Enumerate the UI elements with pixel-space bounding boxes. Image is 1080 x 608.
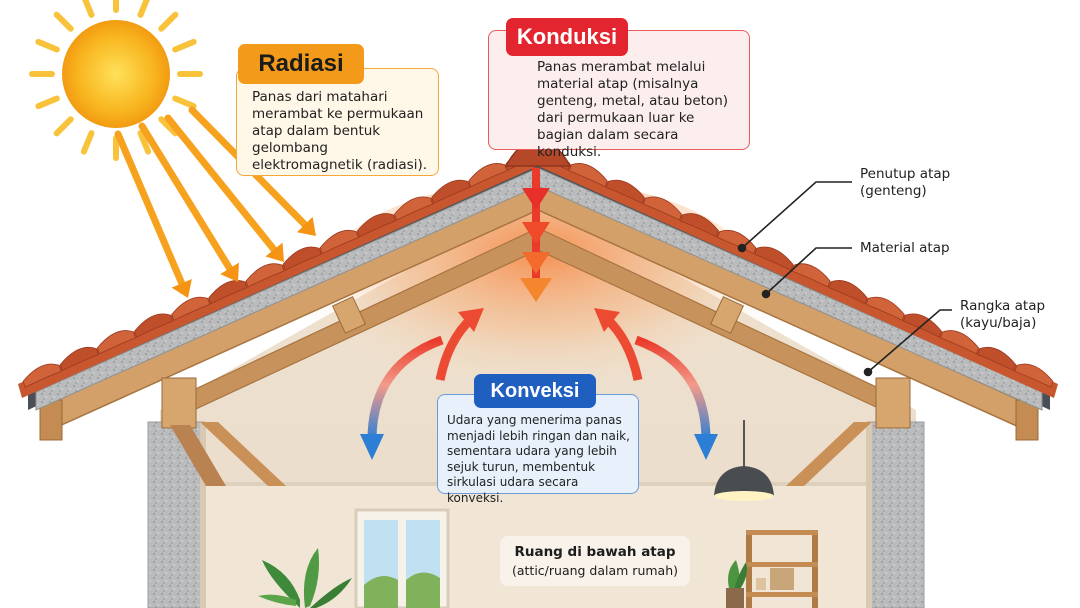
roof-tile	[828, 280, 868, 305]
sun-ray	[82, 0, 95, 18]
roof-tiles	[18, 139, 1058, 398]
radiation-arrowhead	[171, 278, 192, 298]
roof-tile	[22, 363, 62, 388]
konveksi-info-box: Udara yang menerima panas menjadi lebih …	[437, 394, 639, 505]
convection-arrow-left-outer	[367, 335, 444, 441]
sun-ray	[53, 116, 74, 137]
konduksi-title: Konduksi	[506, 18, 628, 56]
sun-ray	[158, 11, 179, 32]
room-label: Ruang di bawah atap (attic/ruang dalam r…	[500, 536, 690, 586]
sun-icon	[29, 0, 203, 161]
roof-tile	[59, 346, 99, 372]
roof-tile	[394, 196, 434, 221]
label-rangka-line1: Rangka atap	[960, 298, 1046, 314]
roof-tile	[940, 330, 980, 355]
roof-tile	[977, 346, 1017, 372]
sun-ray	[172, 95, 197, 110]
room-subtitle: (attic/ruang dalam rumah)	[511, 563, 679, 578]
sun-ray	[80, 130, 95, 155]
room-title: Ruang di bawah atap	[514, 544, 676, 560]
label-rangka-atap: Rangka atap (kayu/baja)	[960, 298, 1070, 332]
konveksi-body: Udara yang menerima panas menjadi lebih …	[447, 413, 630, 505]
roof-tile	[468, 163, 508, 188]
window-icon	[354, 508, 450, 608]
radiation-ray	[114, 130, 186, 287]
roof-tile	[865, 296, 905, 321]
sun-ray	[35, 38, 60, 53]
leader-rangka	[867, 309, 952, 373]
label-material-atap: Material atap	[860, 240, 950, 256]
sun-ray	[158, 116, 179, 137]
radiation-arrowhead	[220, 262, 239, 282]
shelf-icon	[726, 530, 818, 608]
roof-tile	[356, 213, 396, 238]
roof-tile	[208, 280, 248, 305]
roof-tile	[568, 163, 608, 188]
convection-arrow-right-outer	[634, 335, 711, 441]
radiasi-body: Panas dari matahari merambat ke permukaa…	[252, 89, 428, 173]
roof-tile	[1014, 363, 1054, 388]
label-penutup-line2: (genteng)	[860, 183, 927, 199]
radiation-ray	[138, 122, 234, 272]
roof-tile	[96, 330, 136, 355]
leader-material	[765, 247, 852, 295]
label-penutup-line1: Penutup atap	[860, 166, 951, 182]
roof-tile	[245, 263, 285, 288]
roof-tile	[431, 179, 471, 204]
konveksi-title: Konveksi	[474, 374, 596, 408]
radiasi-title: Radiasi	[238, 44, 364, 84]
roof-tile	[642, 196, 682, 221]
radiation-arrowhead	[265, 242, 284, 262]
roof-tile	[282, 246, 322, 271]
label-rangka-line2: (kayu/baja)	[960, 315, 1037, 331]
roof-tile	[171, 296, 211, 321]
sun-ray	[35, 95, 60, 110]
conduction-arrows	[520, 168, 552, 302]
radiation-arrowhead	[296, 216, 316, 236]
roof-tile	[319, 229, 359, 255]
roof-tile	[680, 213, 720, 238]
radiasi-info-box: Panas dari matahari merambat ke permukaa…	[236, 68, 439, 176]
radiation-ray	[164, 114, 278, 254]
lamp-icon	[714, 420, 774, 501]
label-penutup-atap: Penutup atap (genteng)	[860, 166, 980, 200]
sun-ray	[137, 130, 152, 155]
roof-tile	[605, 179, 645, 204]
convection-arrows	[360, 308, 718, 460]
walls	[147, 421, 925, 608]
callout-lines	[737, 181, 952, 377]
roof-tile	[134, 313, 174, 338]
sun-ray	[137, 0, 150, 18]
sun-ray	[172, 38, 197, 53]
konduksi-body: Panas merambat melalui material atap (mi…	[537, 59, 729, 160]
sun-ray	[53, 11, 74, 32]
leader-penutup	[741, 181, 852, 249]
roof-tile	[791, 263, 831, 288]
plant-icon	[258, 548, 352, 608]
